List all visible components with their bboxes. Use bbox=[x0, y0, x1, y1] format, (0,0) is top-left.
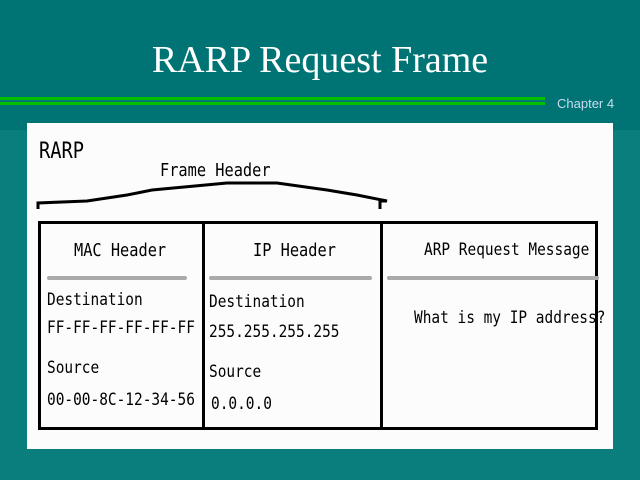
column-divider bbox=[380, 224, 383, 427]
divider-line bbox=[0, 102, 545, 105]
divider-line bbox=[0, 97, 545, 100]
mac-dest-value: FF-FF-FF-FF-FF-FF bbox=[47, 318, 195, 338]
mac-src-label: Source bbox=[47, 358, 100, 378]
mac-src-value: 00-00-8C-12-34-56 bbox=[47, 390, 195, 410]
underline bbox=[209, 276, 372, 280]
ip-dest-label: Destination bbox=[209, 292, 305, 312]
chapter-label: Chapter 4 bbox=[557, 96, 615, 111]
arp-header-title: ARP Request Message bbox=[424, 240, 590, 260]
mac-header-title: MAC Header bbox=[74, 240, 167, 261]
ip-src-label: Source bbox=[209, 362, 262, 382]
underline bbox=[387, 276, 599, 280]
slide-title: RARP Request Frame bbox=[151, 39, 489, 81]
arp-message: What is my IP address? bbox=[414, 308, 606, 328]
frame-header-brace bbox=[36, 181, 388, 209]
underline bbox=[47, 276, 187, 280]
column-divider bbox=[202, 224, 205, 427]
ip-header-title: IP Header bbox=[253, 240, 336, 261]
frame-table: MAC Header Destination FF-FF-FF-FF-FF-FF… bbox=[38, 221, 605, 430]
diagram-panel: RARP Frame Header MAC Header Destination… bbox=[27, 123, 613, 449]
ip-dest-value: 255.255.255.255 bbox=[209, 322, 340, 342]
ip-src-value: 0.0.0.0 bbox=[211, 394, 272, 414]
frame-header-label: Frame Header bbox=[160, 160, 271, 181]
mac-dest-label: Destination bbox=[47, 290, 143, 310]
rarp-label: RARP bbox=[39, 139, 85, 164]
